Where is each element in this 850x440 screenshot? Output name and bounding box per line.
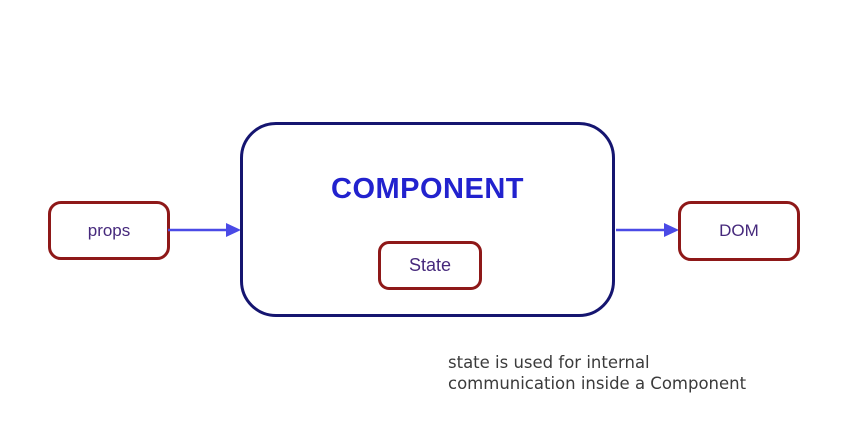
component-title: COMPONENT <box>331 173 524 205</box>
component-to-dom-arrow-icon <box>616 223 679 237</box>
caption-line-1: state is used for internal <box>448 353 650 372</box>
dom-node: DOM <box>678 201 800 261</box>
arrow-head <box>226 223 241 237</box>
state-node-label: State <box>408 255 452 275</box>
component-node: COMPONENT <box>240 122 615 317</box>
caption: state is used for internal communication… <box>448 352 746 394</box>
props-node-label: props <box>87 220 131 240</box>
props-node: props <box>48 201 170 260</box>
dom-node-label: DOM <box>719 221 759 240</box>
props-to-component-arrow-icon <box>168 223 241 237</box>
caption-line-2: communication inside a Component <box>448 374 747 393</box>
state-node: State <box>378 241 482 290</box>
arrow-head <box>664 223 679 237</box>
